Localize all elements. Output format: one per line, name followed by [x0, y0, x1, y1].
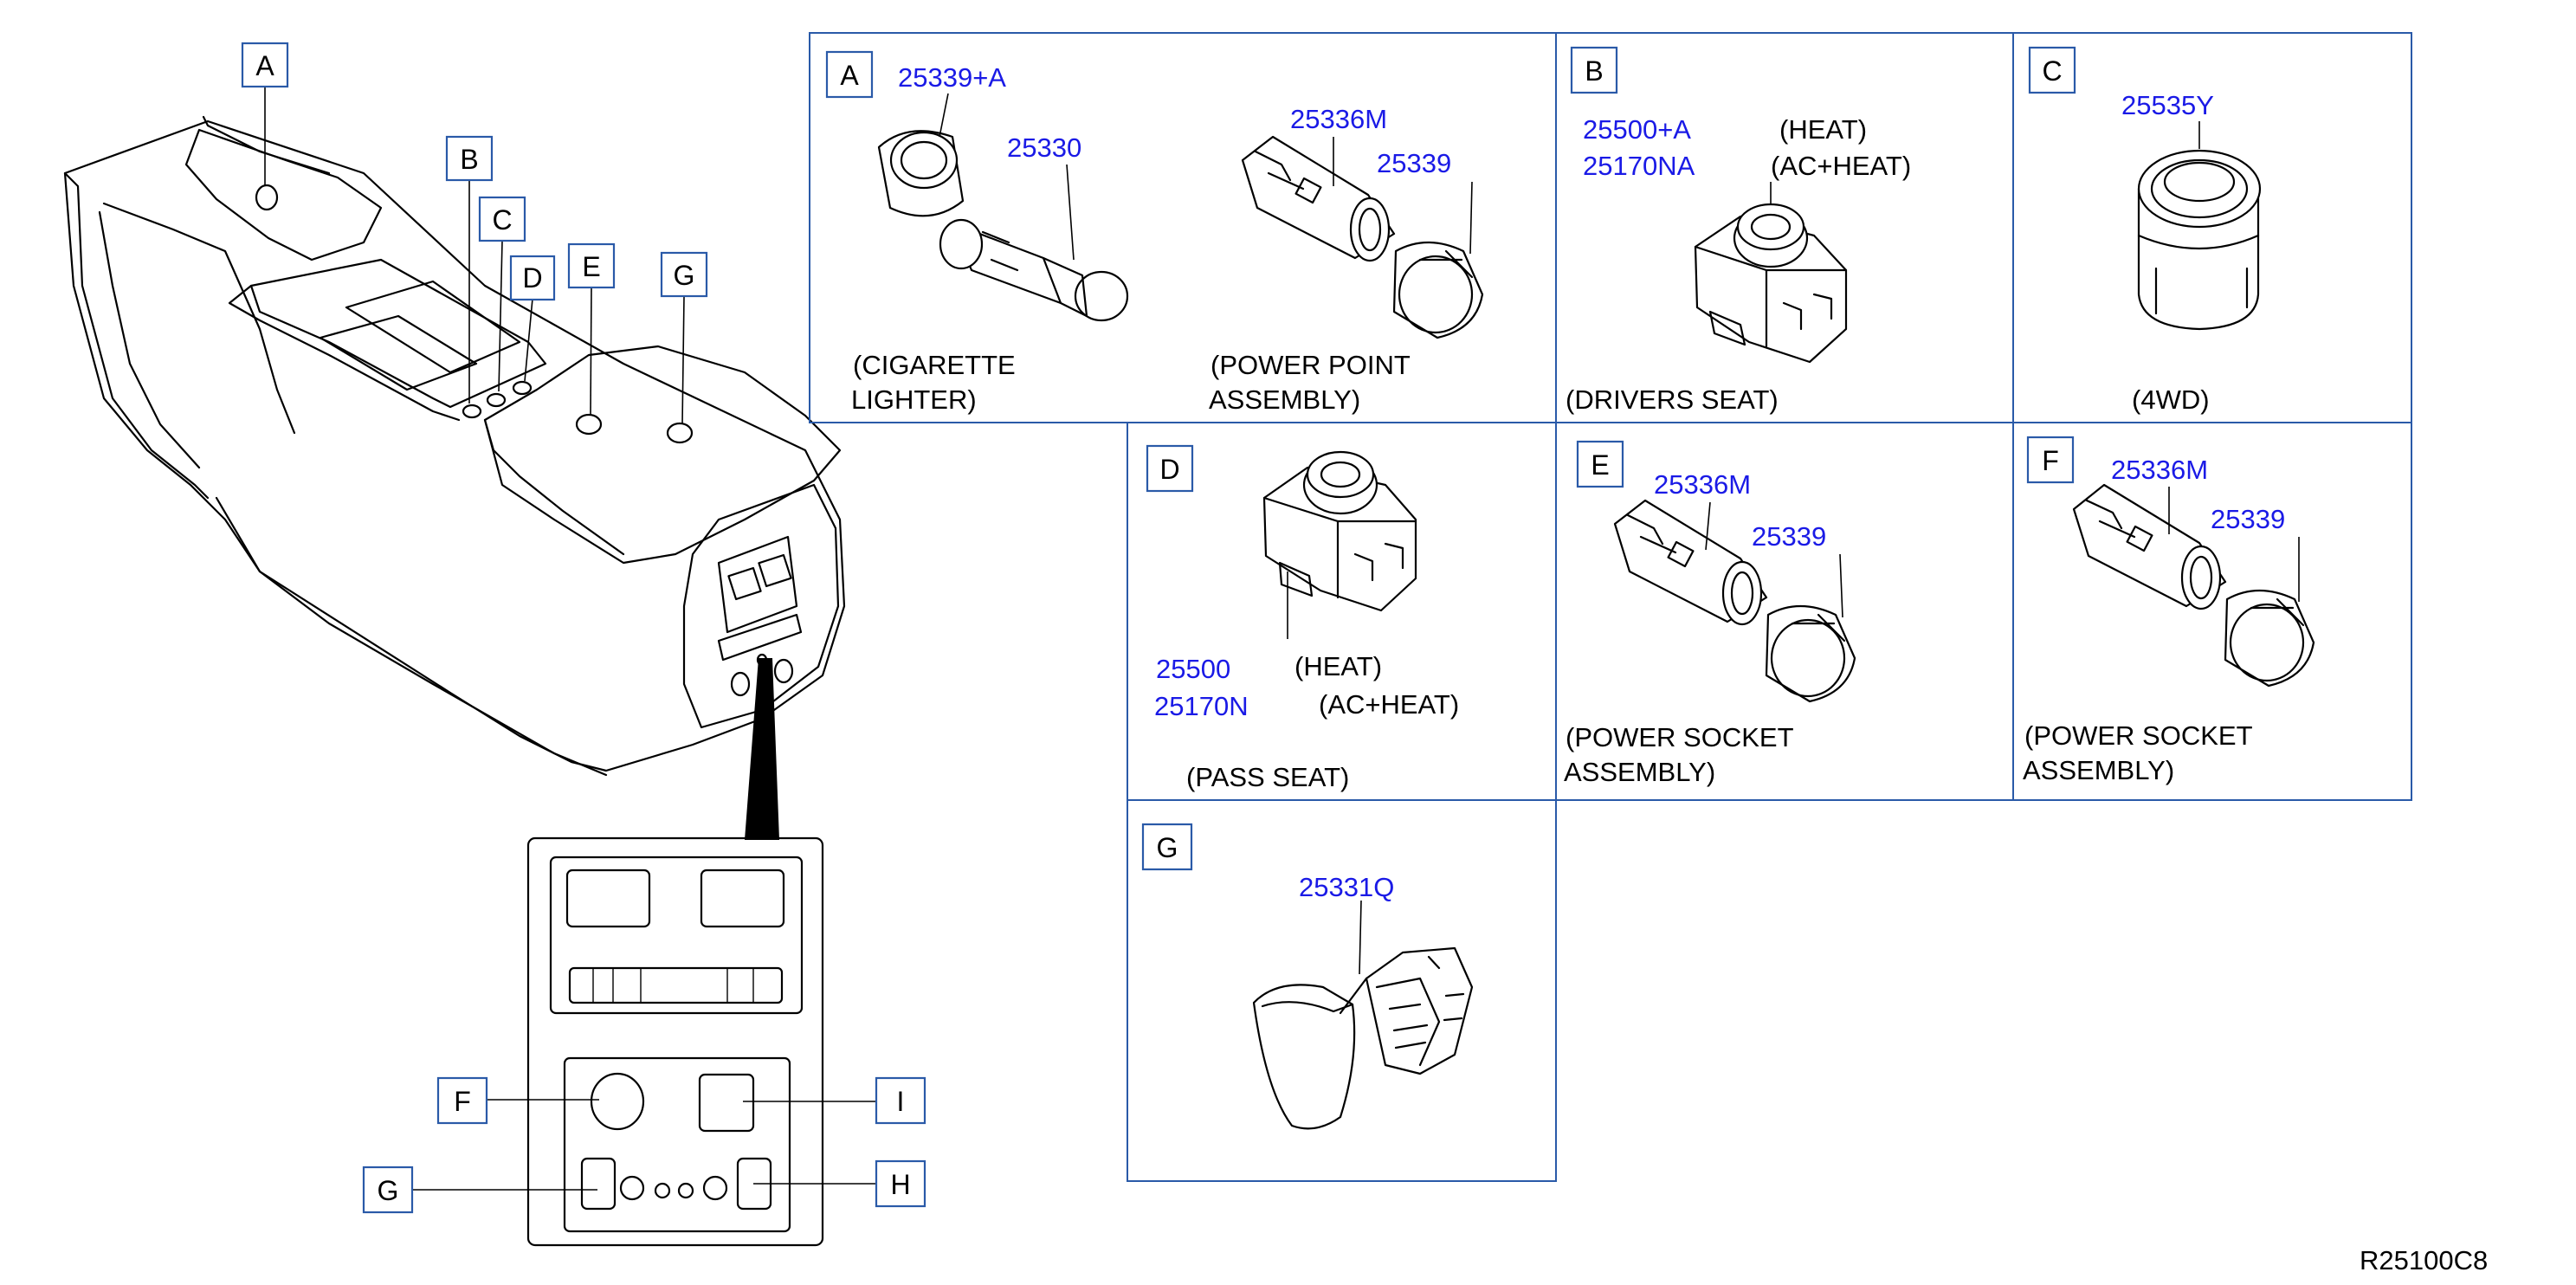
svg-text:(POWER POINT: (POWER POINT [1211, 350, 1411, 380]
power-socket-f-body-drawing [2072, 483, 2227, 610]
detail-callout-h [875, 1159, 926, 1208]
callout-c [478, 196, 526, 242]
panel-b: B 25500+A 25170NA (HEAT) (AC+HEAT) (DRIV… [1566, 46, 1911, 415]
panel-a: A 25339+A 25330 25336M 25339 [825, 50, 1484, 415]
svg-text:(DRIVERS SEAT): (DRIVERS SEAT) [1566, 384, 1779, 415]
svg-text:(AC+HEAT): (AC+HEAT) [1319, 689, 1459, 720]
svg-text:F: F [2042, 445, 2059, 476]
svg-text:(POWER SOCKET: (POWER SOCKET [1566, 722, 1794, 752]
svg-text:(CIGARETTE: (CIGARETTE [853, 350, 1016, 380]
svg-text:D: D [1159, 454, 1179, 485]
panel-g: G 25331Q [1141, 823, 1474, 1130]
power-socket-e-cap-drawing [1765, 553, 1856, 703]
svg-text:LIGHTER): LIGHTER) [851, 384, 977, 415]
overview-callouts: A B C D E G [241, 42, 708, 425]
part-25500: 25500 [1156, 654, 1230, 684]
svg-text:E: E [582, 251, 600, 282]
svg-text:ASSEMBLY): ASSEMBLY) [2023, 755, 2174, 785]
callout-a [241, 42, 289, 88]
panel-grid [809, 32, 2412, 1182]
part-25500-a: 25500+A [1583, 114, 1691, 145]
svg-text:B: B [460, 144, 478, 175]
part-25170na: 25170NA [1583, 151, 1695, 181]
power-point-cap-drawing [1392, 181, 1484, 339]
detail-callout-f [436, 1076, 488, 1125]
svg-text:E: E [1591, 449, 1609, 481]
power-socket-e-body-drawing [1613, 499, 1768, 626]
svg-text:ASSEMBLY): ASSEMBLY) [1209, 384, 1360, 415]
part-25339-a: 25339+A [898, 62, 1006, 93]
callout-b [445, 135, 494, 182]
svg-text:(AC+HEAT): (AC+HEAT) [1771, 151, 1911, 181]
part-25339-e: 25339 [1752, 521, 1826, 552]
panel-e: E 25336M 25339 (POWER SOCKET ASSEMBLY) [1564, 440, 1856, 787]
detail-pointer [745, 658, 779, 840]
panel-d: D 25500 25170N (HEAT) (AC+HEAT) (PASS SE… [1146, 444, 1459, 792]
part-25339-f: 25339 [2211, 504, 2285, 534]
part-25330: 25330 [1007, 132, 1081, 163]
rear-panel-detail [526, 836, 824, 1247]
console-illustration [63, 115, 846, 777]
svg-text:C: C [492, 204, 512, 236]
callout-g [660, 251, 708, 298]
power-socket-f-cap-drawing [2224, 537, 2315, 688]
part-25336m-a: 25336M [1290, 104, 1387, 134]
detail-callouts: F I G H [362, 1076, 926, 1214]
panel-c: C 25535Y (4WD) [2028, 46, 2262, 415]
power-point-body-drawing [1241, 135, 1396, 262]
svg-text:ASSEMBLY): ASSEMBLY) [1564, 757, 1715, 787]
svg-text:F: F [454, 1086, 471, 1117]
part-25170n: 25170N [1154, 691, 1249, 721]
svg-text:C: C [2042, 55, 2062, 87]
svg-text:A: A [255, 50, 274, 81]
svg-text:(HEAT): (HEAT) [1294, 651, 1382, 681]
svg-text:(PASS SEAT): (PASS SEAT) [1186, 762, 1349, 792]
svg-text:G: G [378, 1175, 399, 1206]
part-25331q: 25331Q [1299, 872, 1394, 902]
svg-text:(HEAT): (HEAT) [1779, 114, 1867, 145]
cigarette-lighter-ring-drawing [877, 93, 965, 217]
callout-d [509, 255, 556, 301]
detail-callout-i [875, 1076, 926, 1125]
part-25336m-e: 25336M [1654, 469, 1751, 500]
svg-text:B: B [1585, 55, 1603, 87]
part-25339-pp: 25339 [1377, 148, 1451, 178]
cigarette-lighter-drawing [939, 164, 1129, 322]
svg-text:I: I [897, 1086, 905, 1117]
panel-f: F 25336M 25339 (POWER SOCKET ASSEMBLY) [2023, 436, 2315, 785]
svg-text:D: D [522, 262, 542, 294]
seat-heater-switch-d-drawing [1262, 450, 1417, 639]
svg-text:(4WD): (4WD) [2132, 384, 2210, 415]
callout-e [567, 242, 616, 289]
svg-text:A: A [840, 60, 859, 91]
4wd-switch-drawing [2137, 121, 2262, 331]
figure-code: R25100C8 [2360, 1245, 2488, 1275]
usb-port-drawing [1252, 900, 1474, 1130]
svg-text:(POWER SOCKET: (POWER SOCKET [2024, 720, 2253, 751]
seat-heater-switch-b-drawing [1694, 182, 1848, 364]
part-25535y: 25535Y [2121, 90, 2214, 120]
svg-text:G: G [1157, 832, 1178, 863]
part-25336m-f: 25336M [2111, 455, 2208, 485]
svg-text:H: H [890, 1169, 910, 1200]
svg-text:G: G [674, 260, 695, 291]
detail-callout-g [362, 1166, 414, 1214]
